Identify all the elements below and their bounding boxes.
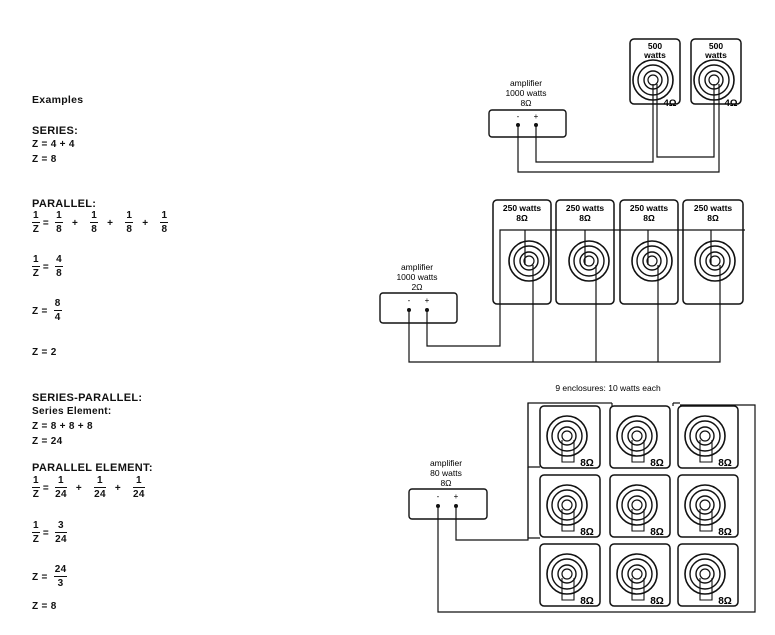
speaker-enclosure: 250 watts 8Ω: [555, 199, 615, 305]
speaker-impedance-label: 8Ω: [579, 213, 591, 223]
amplifier-power: 1000 watts: [505, 88, 546, 98]
speaker-cone-icon: [631, 240, 673, 282]
speaker-cone-icon: [694, 240, 736, 282]
speaker-enclosure: 8Ω: [677, 405, 739, 469]
series-element-label: Series Element:: [32, 406, 112, 417]
series-diagram: 500 watts 4Ω 500 watts 4Ω amplifier 1000…: [488, 38, 742, 173]
speaker-watts-unit: watts: [643, 50, 666, 60]
speaker-cone-icon: [546, 484, 588, 526]
speaker-cone-icon: [616, 415, 658, 457]
amplifier-label: amplifier: [401, 262, 433, 272]
speaker-enclosure: 8Ω: [539, 405, 601, 469]
parallel-result: Z = 2: [32, 347, 57, 358]
speaker-impedance-label: 8Ω: [650, 527, 664, 538]
speaker-impedance-label: 8Ω: [580, 527, 594, 538]
svg-text:-: -: [517, 112, 520, 121]
speaker-wiring: [517, 84, 720, 173]
series-parallel-heading: SERIES-PARALLEL:: [32, 392, 143, 404]
speaker-impedance-label: 8Ω: [580, 596, 594, 607]
speaker-enclosure: 8Ω: [539, 543, 601, 607]
speaker-cone-icon: [546, 553, 588, 595]
speaker-wiring: [437, 402, 756, 613]
speaker-impedance-label: 8Ω: [650, 596, 664, 607]
speaker-impedance-label: 8Ω: [718, 596, 732, 607]
speaker-cone-icon: [684, 484, 726, 526]
speaker-watts-unit: watts: [704, 50, 727, 60]
series-equation-2: Z = 8: [32, 154, 57, 165]
speaker-watts-label: 500: [709, 41, 723, 51]
speaker-enclosure: 8Ω: [609, 405, 671, 469]
series-parallel-diagram: 9 enclosures: 10 watts each amplifier 80…: [408, 383, 756, 613]
speaker-impedance-label: 8Ω: [643, 213, 655, 223]
speaker-cone-icon: [546, 415, 588, 457]
speaker-enclosure: 500 watts 4Ω: [690, 38, 742, 109]
speaker-cone-icon: [568, 240, 610, 282]
speaker-impedance-label: 8Ω: [516, 213, 528, 223]
parallel-heading: PARALLEL:: [32, 198, 97, 210]
speaker-cone-icon: [508, 240, 550, 282]
amplifier: amplifier 1000 watts 2Ω - +: [379, 262, 458, 324]
svg-text:-: -: [437, 492, 440, 501]
speaker-cone-icon: [616, 484, 658, 526]
speaker-cone-icon: [684, 415, 726, 457]
speaker-enclosure: 250 watts 8Ω: [682, 199, 744, 305]
amplifier-label: amplifier: [510, 78, 542, 88]
speaker-enclosure: 250 watts 8Ω: [492, 199, 552, 305]
speaker-enclosure: 8Ω: [677, 474, 739, 538]
amplifier: amplifier 80 watts 8Ω - +: [408, 458, 488, 520]
speaker-watts-label: 250 watts: [694, 203, 733, 213]
speaker-impedance-label: 8Ω: [707, 213, 719, 223]
svg-text:+: +: [425, 296, 430, 305]
speaker-watts-label: 500: [648, 41, 662, 51]
speaker-watts-label: 250 watts: [503, 203, 542, 213]
series-heading: SERIES:: [32, 125, 79, 137]
speaker-impedance-label: 8Ω: [580, 458, 594, 469]
amplifier-power: 80 watts: [430, 468, 462, 478]
speaker-cone-icon: [684, 553, 726, 595]
series-equation-1: Z = 4 + 4: [32, 139, 75, 150]
speaker-impedance-label: 8Ω: [650, 458, 664, 469]
speaker-watts-label: 250 watts: [630, 203, 669, 213]
speaker-enclosure: 8Ω: [609, 474, 671, 538]
series-element-equation-1: Z = 8 + 8 + 8: [32, 421, 93, 432]
speaker-wiring: [408, 229, 745, 363]
amplifier-label: amplifier: [430, 458, 462, 468]
speaker-enclosure: 8Ω: [609, 543, 671, 607]
speaker-enclosure: 8Ω: [677, 543, 739, 607]
speaker-impedance-label: 8Ω: [718, 527, 732, 538]
speaker-impedance-label: 8Ω: [718, 458, 732, 469]
speaker-watts-label: 250 watts: [566, 203, 605, 213]
speaker-enclosure: 250 watts 8Ω: [619, 199, 679, 305]
enclosures-caption: 9 enclosures: 10 watts each: [555, 383, 661, 393]
speaker-cone-icon: [616, 553, 658, 595]
speaker-enclosure: 500 watts 4Ω: [629, 38, 681, 109]
series-element-equation-2: Z = 24: [32, 436, 63, 447]
amplifier-power: 1000 watts: [396, 272, 437, 282]
amplifier-impedance: 8Ω: [520, 98, 531, 108]
enclosure-grid: 8Ω 8Ω 8Ω 8Ω 8Ω 8Ω 8Ω 8Ω 8Ω: [539, 405, 739, 607]
parallel-element-result: Z = 8: [32, 601, 57, 612]
examples-title: Examples: [32, 94, 84, 106]
parallel-element-label: PARALLEL ELEMENT:: [32, 462, 153, 474]
amplifier: amplifier 1000 watts 8Ω - +: [488, 78, 567, 138]
parallel-diagram: 250 watts 8Ω 250 watts 8Ω 250 watts 8Ω 2…: [379, 199, 745, 363]
svg-text:+: +: [454, 492, 459, 501]
speaker-impedance-label: 4Ω: [664, 98, 677, 109]
amplifier-impedance: 2Ω: [411, 282, 422, 292]
svg-text:-: -: [408, 296, 411, 305]
svg-text:+: +: [534, 112, 539, 121]
amplifier-impedance: 8Ω: [440, 478, 451, 488]
speaker-impedance-label: 4Ω: [725, 98, 738, 109]
speaker-enclosure: 8Ω: [539, 474, 601, 538]
